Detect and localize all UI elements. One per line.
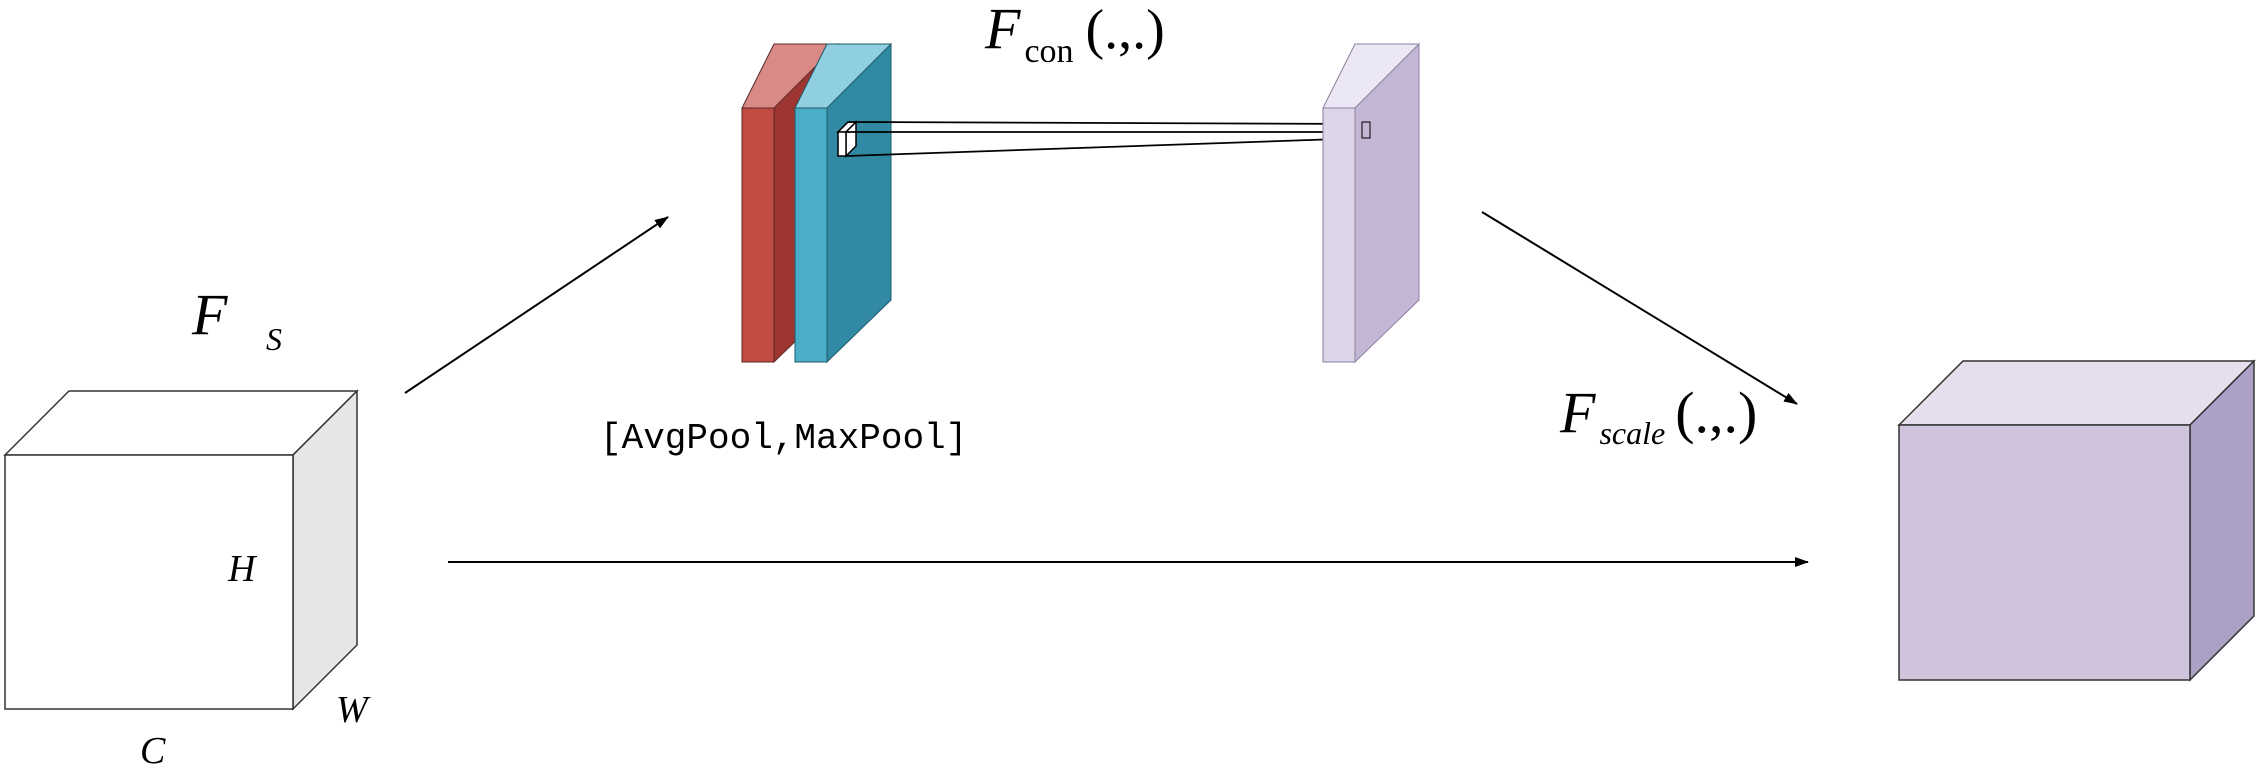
input-feature-block [3,389,359,711]
pooled-feature-maps [741,42,892,364]
conv-label-args: (.,.) [1086,0,1165,61]
conv-label-main: F [984,0,1021,61]
input-block-front [4,454,294,710]
attention-map-receptor [1361,121,1371,139]
scale-label-args: (.,.) [1675,380,1757,445]
pooling-caption: [AvgPool,MaxPool] [600,418,967,459]
input-label-main: F [191,282,228,347]
scale-label: F scale (.,.) [1559,380,1757,451]
arrow-to-scale [1481,211,1798,405]
input-label: F S [191,282,282,357]
attention-map [1322,42,1420,364]
arrow-to-pooling [404,216,669,394]
width-label: W [336,689,371,731]
maxpool-map-front [794,107,828,363]
channels-label: C [140,730,166,770]
projection-line-bottom [845,137,1369,157]
conv-kernel [836,120,858,158]
attention-map-front [1322,107,1356,363]
input-label-sub: S [266,321,282,357]
output-feature-block [1897,359,2256,682]
scale-label-sub: scale [1599,415,1665,451]
conv-projection-lines [845,121,1369,157]
scale-label-main: F [1559,380,1596,445]
avgpool-map-front [741,107,775,363]
projection-line-top [847,121,1369,125]
conv-label-sub: con [1024,33,1073,70]
height-label: H [227,548,258,590]
output-block-front [1898,424,2191,681]
conv-kernel-front [837,131,847,157]
maxpool-map [794,42,892,364]
conv-label: F con (.,.) [984,0,1165,70]
